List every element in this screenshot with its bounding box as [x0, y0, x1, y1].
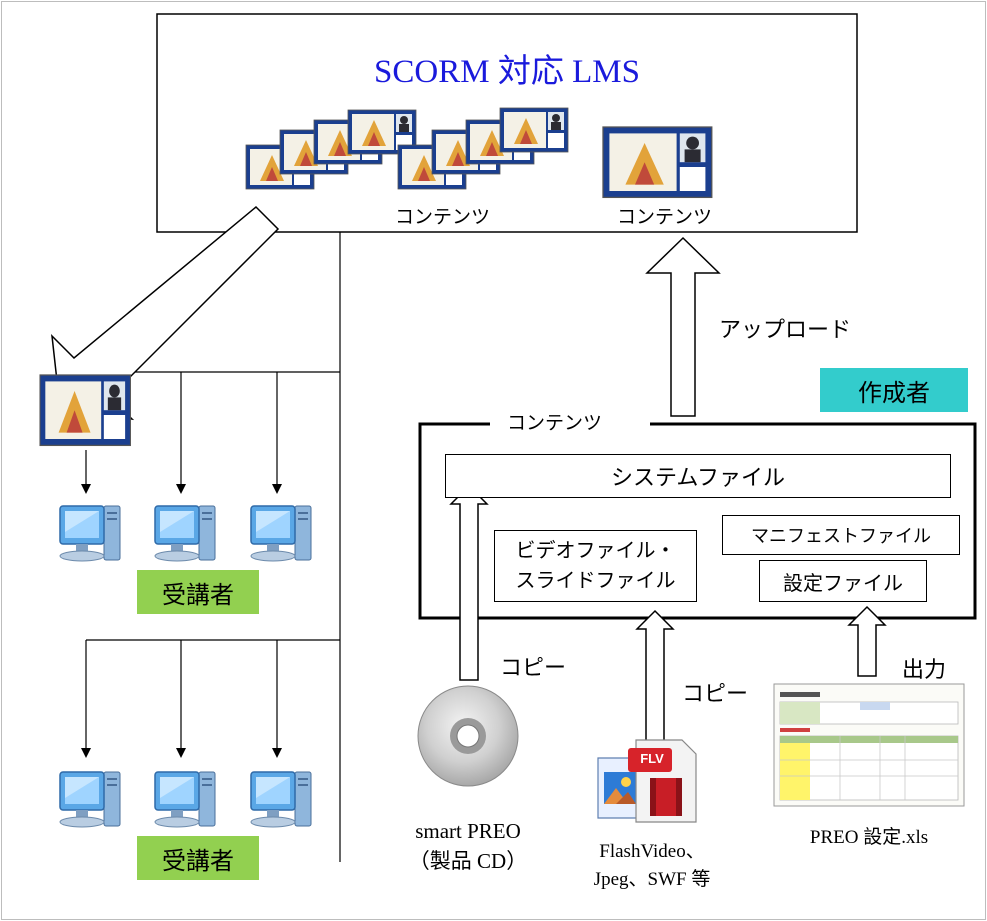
contents-group-box [418, 422, 977, 620]
manifest-file-box: マニフェストファイル [722, 515, 960, 555]
media-label: FlashVideo、 Jpeg、SWF 等 [572, 838, 732, 894]
manifest-file-label: マニフェストファイル [751, 526, 931, 546]
creator-badge: 作成者 [820, 368, 968, 412]
cd-label-line2: （製品 CD） [408, 849, 528, 873]
upload-arrow [645, 236, 721, 417]
spreadsheet-icon [773, 683, 965, 807]
flv-badge-text: FLV [640, 751, 664, 766]
copy-label-2: コピー [682, 681, 749, 706]
lms-contents-label-2: コンテンツ [617, 207, 713, 228]
video-slide-file-line1: ビデオファイル・ [515, 540, 676, 562]
xls-label: PREO 設定.xls [809, 827, 929, 848]
media-label-line2: Jpeg、SWF 等 [593, 869, 711, 890]
cd-label: smart PREO （製品 CD） [388, 816, 548, 876]
learner-badge-2: 受講者 [137, 836, 259, 880]
output-arrow [847, 605, 887, 677]
image-file-icon [597, 757, 643, 819]
settings-file-label: 設定ファイル [783, 572, 903, 595]
lms-contents-label-1: コンテンツ [395, 207, 491, 228]
upload-label: アップロード [719, 317, 852, 342]
learner-badge-1: 受講者 [137, 570, 259, 614]
output-label: 出力 [902, 657, 947, 682]
copy-arrow-cd [449, 484, 489, 681]
contents-group-label: コンテンツ [507, 413, 603, 434]
system-file-box: システムファイル [445, 454, 951, 498]
media-label-line1: FlashVideo、 [599, 841, 705, 862]
video-slide-file-box: ビデオファイル・ スライドファイル [494, 530, 697, 602]
system-file-label: システムファイル [610, 465, 786, 490]
video-slide-file-line2: スライドファイル [515, 570, 676, 592]
copy-label-1: コピー [500, 655, 567, 680]
learner-group-bottom-lines [81, 639, 340, 758]
settings-file-box: 設定ファイル [759, 560, 927, 602]
lms-title: SCORM 対応 LMS [374, 54, 640, 90]
cd-label-line1: smart PREO [415, 819, 521, 843]
lms-box [156, 13, 858, 233]
flv-file-icon [628, 739, 697, 823]
cd-icon [417, 685, 519, 787]
